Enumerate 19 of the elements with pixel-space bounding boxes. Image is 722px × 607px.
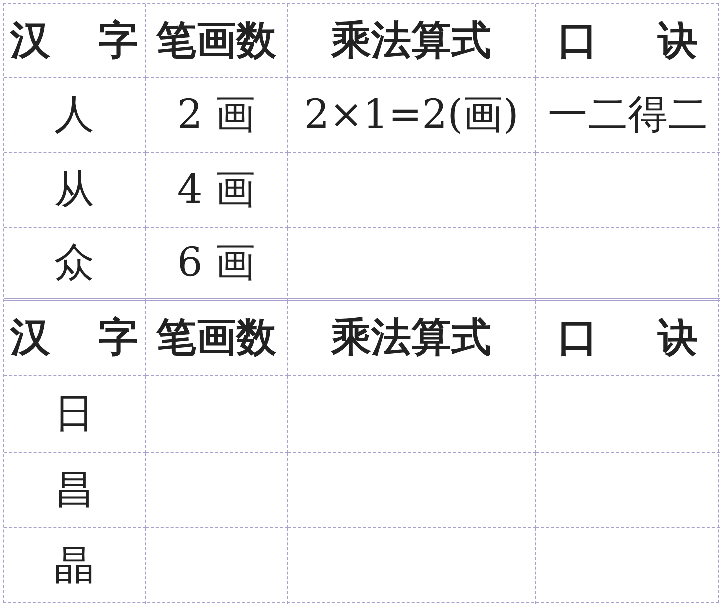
column-header: 乘法算式 bbox=[332, 20, 492, 60]
table-cell-text: 人 bbox=[54, 95, 94, 135]
table-cell-text: 2×1=2(画) bbox=[304, 95, 519, 135]
table-cell-text: 日 bbox=[54, 394, 94, 434]
column-header: 笔画数 bbox=[156, 318, 276, 358]
table-cell-text: 昌 bbox=[54, 470, 94, 510]
column-header: 口 诀 bbox=[558, 20, 698, 60]
table-cell-text: 6 画 bbox=[177, 243, 256, 283]
table-cell-text: 从 bbox=[54, 170, 94, 210]
table-cell-text: 众 bbox=[54, 243, 94, 283]
table-cell-text: 2 画 bbox=[177, 95, 256, 135]
column-header: 笔画数 bbox=[156, 20, 276, 60]
column-header: 口 诀 bbox=[558, 318, 698, 358]
column-header: 汉 字 bbox=[10, 318, 138, 358]
table-cell-text: 4 画 bbox=[177, 170, 256, 210]
column-header: 乘法算式 bbox=[332, 318, 492, 358]
table-cell-text: 一二得二 bbox=[548, 95, 708, 135]
column-header: 汉 字 bbox=[10, 20, 138, 60]
table-cell-text: 晶 bbox=[54, 546, 94, 586]
